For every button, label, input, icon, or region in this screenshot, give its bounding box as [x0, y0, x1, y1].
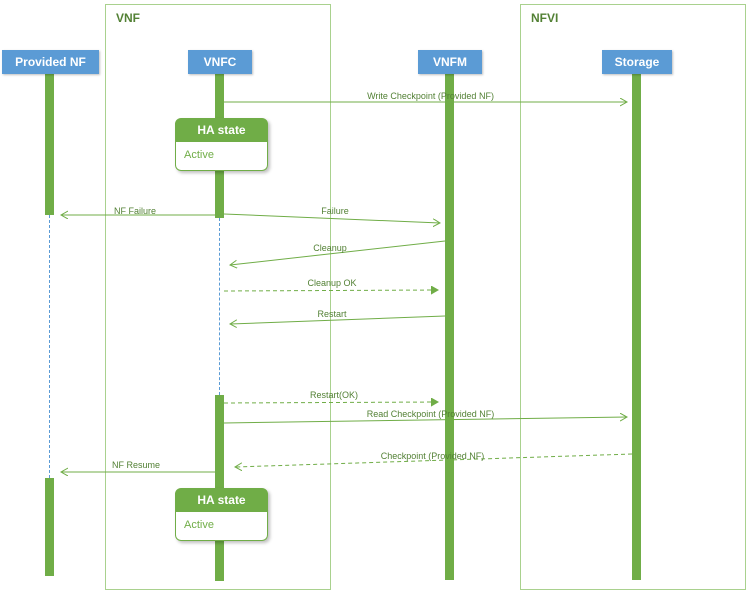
activation-bar-storage: [632, 74, 641, 580]
lifeline-header-vnfm: VNFM: [418, 50, 482, 74]
message-label-restart-ok: Restart(OK): [309, 390, 358, 400]
note-ha-state-2-body: Active: [175, 512, 268, 541]
message-label-cleanup-ok: Cleanup OK: [307, 278, 357, 288]
arrow-checkpoint-return: [235, 453, 633, 467]
frame-nfvi: NFVI: [520, 4, 746, 590]
frame-nfvi-label: NFVI: [531, 11, 559, 25]
message-label-read-checkpoint: Read Checkpoint (Provided NF): [366, 409, 495, 419]
arrow-cleanup-ok: [223, 290, 438, 291]
arrow-failure: [223, 213, 440, 223]
activation-bar-provided-nf-2: [45, 478, 54, 576]
lifeline-header-vnfc: VNFC: [188, 50, 252, 74]
message-label-cleanup: Cleanup: [313, 243, 347, 253]
lifeline-header-storage: Storage: [602, 50, 672, 74]
note-ha-state-1-body: Active: [175, 142, 268, 171]
note-ha-state-2: HA state Active: [175, 488, 268, 541]
message-label-restart: Restart: [317, 309, 347, 319]
activation-bar-vnfm: [445, 74, 454, 580]
lifeline-dashed-provided-nf: [49, 215, 50, 478]
message-label-failure: Failure: [321, 206, 349, 216]
arrow-cleanup: [230, 240, 446, 265]
note-ha-state-1-title: HA state: [175, 118, 268, 142]
message-label-checkpoint-return: Checkpoint (Provided NF): [380, 451, 485, 461]
lifeline-header-provided-nf: Provided NF: [2, 50, 99, 74]
note-ha-state-2-title: HA state: [175, 488, 268, 512]
arrow-restart-ok: [223, 402, 438, 403]
note-ha-state-1: HA state Active: [175, 118, 268, 171]
arrow-read-checkpoint: [223, 417, 627, 424]
message-label-write-checkpoint: Write Checkpoint (Provided NF): [367, 91, 494, 101]
frame-vnf: VNF: [105, 4, 331, 590]
message-label-nf-resume: NF Resume: [111, 460, 160, 470]
frame-vnf-label: VNF: [116, 11, 140, 25]
lifeline-dashed-vnfc: [219, 218, 220, 395]
message-label-nf-failure: NF Failure: [113, 206, 156, 216]
activation-bar-provided-nf-1: [45, 74, 54, 215]
arrow-restart: [230, 315, 446, 324]
